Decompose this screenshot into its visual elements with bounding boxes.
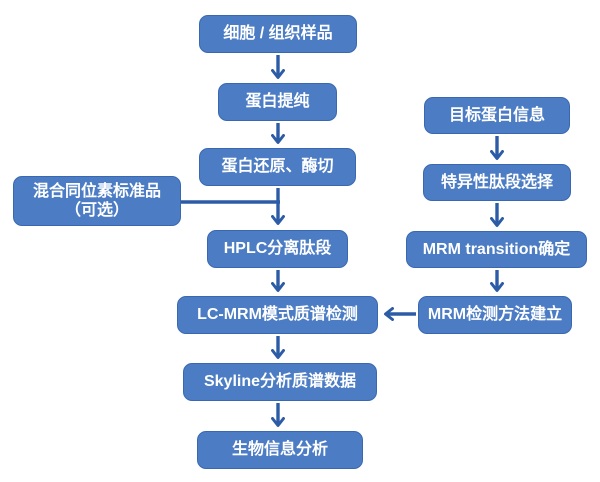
node-hplc-peptide-separation: HPLC分离肽段 (207, 230, 348, 268)
node-protein-reduction-digestion: 蛋白还原、酶切 (199, 148, 356, 186)
node-mrm-transition-determination: MRM transition确定 (406, 231, 587, 268)
node-lc-mrm-ms-detection: LC-MRM模式质谱检测 (177, 296, 378, 334)
isotope-standard-label-line1: 混合同位素标准品 (32, 182, 161, 200)
node-target-protein-info: 目标蛋白信息 (424, 97, 570, 134)
node-cell-tissue-sample: 细胞 / 组织样品 (199, 15, 357, 53)
isotope-standard-label-line2: （可选） (64, 202, 129, 219)
node-bioinformatics-analysis: 生物信息分析 (197, 431, 363, 469)
node-specific-peptide-selection: 特异性肽段选择 (423, 164, 571, 201)
node-skyline-ms-data-analysis: Skyline分析质谱数据 (183, 363, 377, 401)
node-mrm-method-establishment: MRM检测方法建立 (418, 296, 572, 334)
node-mixed-isotope-standard-optional: 混合同位素标准品 （可选） (13, 176, 181, 226)
node-protein-purification: 蛋白提纯 (218, 83, 337, 121)
